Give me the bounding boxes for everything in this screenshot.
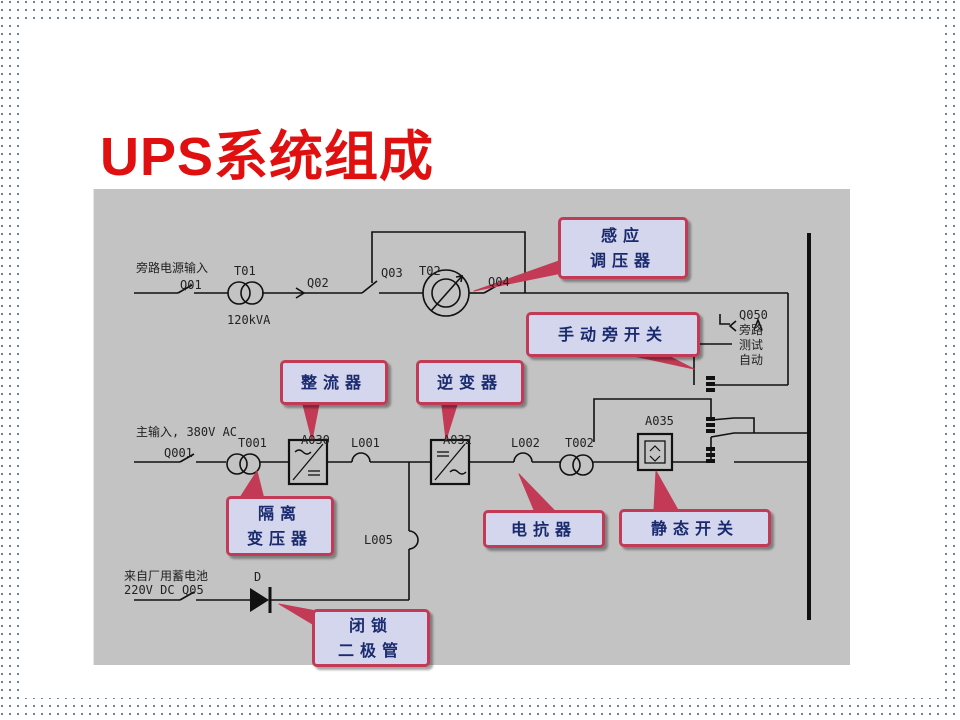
label-battery-voltage: 220V DC [124,583,175,597]
callout-inverter: 逆变器 [416,360,524,405]
callout-rectifier: 整流器 [280,360,388,405]
label-battery-source: 来自厂用蓄电池 [124,569,208,583]
label-main-input: 主输入, 380V AC [136,424,237,439]
label-q050-auto: 自动 [739,353,763,367]
label-q001: Q001 [164,446,193,460]
callout-blocking-diode: 闭锁 二极管 [312,609,430,667]
callout-isolation-transformer: 隔离 变压器 [226,496,334,556]
label-q03: Q03 [381,266,403,280]
label-q02: Q02 [307,276,329,290]
label-bypass-input: 旁路电源输入 [136,260,208,275]
label-d: D [254,570,261,584]
label-a035: A035 [645,414,674,428]
callout-manual-bypass-switch: 手动旁开关 [526,312,700,357]
label-q04: Q04 [488,275,510,289]
label-t002: T002 [565,436,594,450]
callout-induction-regulator: 感应 调压器 [558,217,688,279]
slide-title: UPS系统组成 [100,127,435,187]
label-t01-rating: 120kVA [227,313,271,327]
ups-diagram-panel: 旁路电源输入 Q01 T01 120kVA Q02 Q03 T02 Q04 Q0… [93,189,850,667]
label-q050: Q050 [739,308,768,322]
label-t01: T01 [234,264,256,278]
label-t001: T001 [238,436,267,450]
label-q05: Q05 [182,583,204,597]
label-q050-test: 测试 [739,337,763,352]
label-a032: A032 [443,433,472,447]
callout-static-switch: 静态开关 [619,509,771,547]
label-l002: L002 [511,436,540,450]
label-l001: L001 [351,436,380,450]
label-a030: A030 [301,433,330,447]
callout-reactor: 电抗器 [483,510,605,548]
label-q01: Q01 [180,278,202,292]
ups-circuit-diagram: 旁路电源输入 Q01 T01 120kVA Q02 Q03 T02 Q04 Q0… [124,231,811,626]
label-l005: L005 [364,533,393,547]
label-t02: T02 [419,264,441,278]
label-q050-bypass: 旁路 [739,322,763,337]
